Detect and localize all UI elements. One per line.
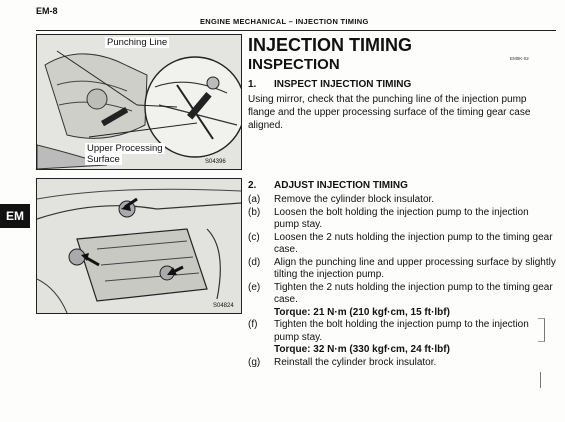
list-item: (d) Align the punching line and upper pr… (248, 257, 556, 282)
step1-text: Using mirror, check that the punching li… (248, 94, 531, 131)
doc-code: EM0K-02 (510, 56, 529, 61)
item-label: (f) (248, 319, 258, 330)
step1-heading-text: INSPECT INJECTION TIMING (274, 79, 412, 90)
list-item: (f) Tighten the bolt holding the injecti… (248, 319, 556, 344)
item-label: (e) (248, 281, 261, 293)
list-item: (e) Tighten the 2 nuts holding the injec… (248, 282, 556, 307)
step2-list: (a) Remove the cylinder block insulator.… (248, 194, 556, 369)
engine-illustration-2 (37, 179, 241, 313)
torque-spec: Torque: 21 N·m (210 kgf·cm, 15 ft·lbf) (274, 306, 450, 318)
item-text: Tighten the bolt holding the injection p… (274, 319, 529, 343)
page-code: EM-8 (36, 6, 58, 16)
item-label: (b) (248, 206, 261, 218)
section-header: ENGINE MECHANICAL – INJECTION TIMING (200, 17, 369, 26)
label-punching-line: Punching Line (105, 37, 170, 48)
item-label: (c) (248, 231, 260, 243)
item-label: (a) (248, 194, 261, 205)
item-label: (g) (248, 356, 261, 368)
section-tab: EM (0, 204, 30, 228)
step2-heading: 2. ADJUST INJECTION TIMING (248, 180, 408, 191)
item-text: Tighten the 2 nuts holding the injection… (274, 281, 553, 306)
item-text: Loosen the 2 nuts holding the injection … (274, 231, 553, 256)
item-text: Remove the cylinder block insulator. (274, 194, 435, 205)
list-item: (b) Loosen the bolt holding the injectio… (248, 207, 556, 232)
item-text: Align the punching line and upper proces… (274, 256, 556, 281)
header-rule (36, 16, 556, 31)
list-item: (c) Loosen the 2 nuts holding the inject… (248, 232, 556, 257)
page-title: INJECTION TIMING (248, 35, 413, 55)
list-item: (g) Reinstall the cylinder brock insulat… (248, 357, 556, 370)
step2-heading-text: ADJUST INJECTION TIMING (274, 180, 408, 191)
step1-number: 1. (248, 79, 257, 90)
figure-punching-line: Punching Line Upper Processing Surface S… (36, 34, 242, 170)
list-item: (a) Remove the cylinder block insulator. (248, 194, 556, 207)
page-subtitle: INSPECTION (248, 56, 340, 73)
step2-number: 2. (248, 180, 257, 191)
figure-code-1: S04396 (205, 159, 226, 165)
figure-code-2: S04824 (213, 303, 234, 309)
figure-injection-pump: S04824 (36, 178, 242, 314)
item-text: Loosen the bolt holding the injection pu… (274, 206, 529, 231)
margin-mark (540, 372, 542, 388)
margin-mark (538, 318, 545, 342)
label-upper-processing: Upper Processing (85, 143, 165, 154)
step1-heading: 1. INSPECT INJECTION TIMING (248, 79, 411, 90)
torque-spec: Torque: 32 N·m (330 kgf·cm, 24 ft·lbf) (274, 344, 450, 355)
item-label: (d) (248, 256, 261, 268)
label-surface: Surface (85, 154, 122, 165)
item-text: Reinstall the cylinder brock insulator. (274, 356, 437, 368)
